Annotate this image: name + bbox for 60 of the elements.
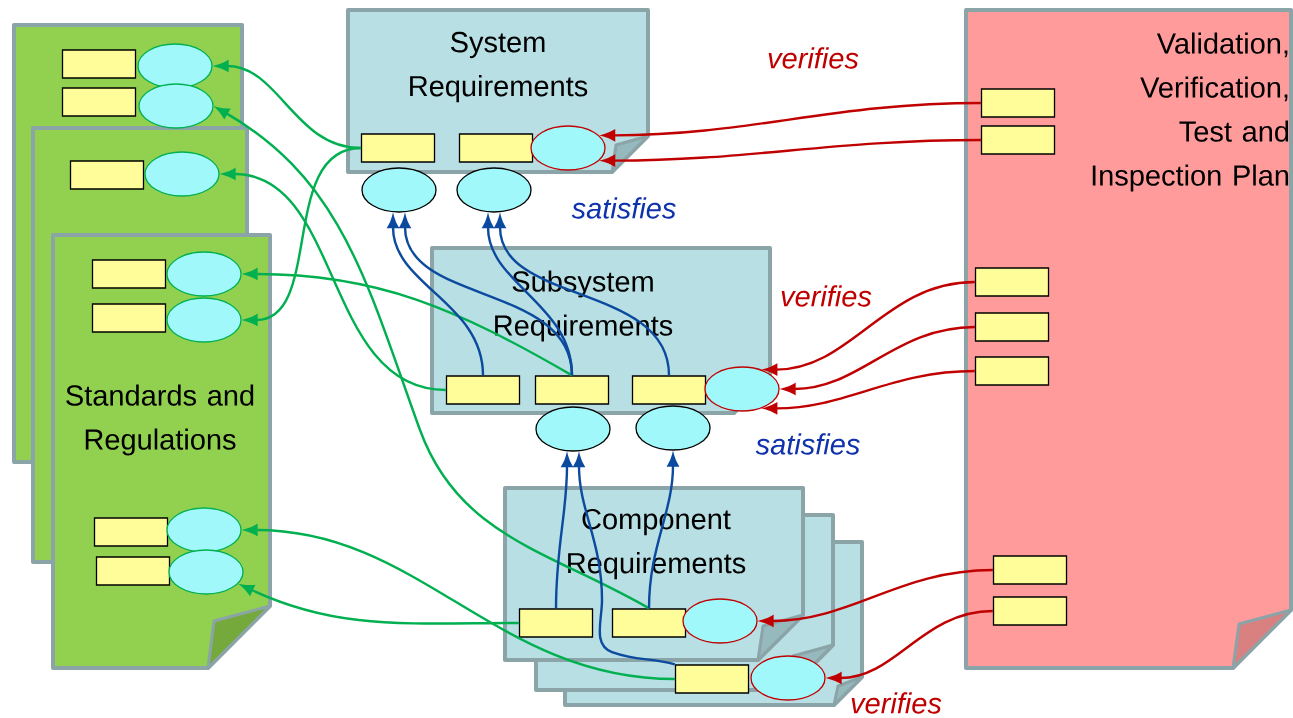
item-box	[974, 356, 1050, 386]
arrow	[829, 609, 993, 684]
arrow	[783, 325, 975, 395]
item-box	[91, 303, 167, 333]
item-box	[611, 608, 687, 638]
arrow	[241, 584, 519, 625]
link-oval	[166, 507, 242, 553]
item-box	[360, 133, 436, 163]
arrow	[761, 568, 993, 627]
arrow	[223, 168, 447, 392]
link-oval	[166, 297, 242, 343]
relation-label: verifies	[781, 285, 872, 307]
item-box	[974, 267, 1050, 297]
item-box	[445, 375, 521, 405]
document-page: Validation, Verification, Test and Inspection Plan	[964, 8, 1293, 670]
link-oval	[456, 167, 532, 213]
arrow	[602, 101, 981, 141]
node-label: Standards and Regulations	[66, 384, 254, 456]
item-box	[61, 49, 137, 79]
item-box	[61, 87, 137, 117]
arrow	[245, 524, 675, 681]
relation-label: satisfies	[571, 197, 676, 219]
link-oval	[144, 151, 220, 197]
link-oval	[535, 406, 611, 452]
item-box	[992, 555, 1068, 585]
item-box	[69, 160, 145, 190]
link-oval	[530, 125, 606, 171]
arrow	[602, 138, 981, 167]
item-box	[518, 608, 594, 638]
item-box	[674, 664, 750, 694]
link-oval	[137, 43, 213, 89]
relation-label: verifies	[768, 47, 859, 69]
item-box	[631, 375, 707, 405]
arrow	[216, 107, 650, 610]
relation-label: satisfies	[755, 433, 860, 455]
arrow	[554, 454, 573, 609]
item-box	[980, 88, 1056, 118]
item-box	[91, 259, 167, 289]
item-box	[95, 556, 171, 586]
item-box	[980, 125, 1056, 155]
item-box	[534, 375, 610, 405]
arrow	[647, 454, 679, 609]
arrow	[764, 369, 975, 414]
link-oval	[168, 549, 244, 595]
item-box	[93, 517, 169, 547]
arrow	[245, 268, 573, 377]
link-oval	[361, 167, 437, 213]
arrow	[482, 215, 574, 376]
link-oval	[750, 655, 826, 701]
link-oval	[704, 366, 780, 412]
item-box	[458, 133, 534, 163]
arrow	[764, 280, 975, 376]
link-oval	[635, 405, 711, 451]
arrow	[245, 146, 362, 326]
link-oval	[166, 251, 242, 297]
item-box	[992, 596, 1068, 626]
link-oval	[682, 598, 758, 644]
link-oval	[138, 83, 214, 129]
item-box	[974, 312, 1050, 342]
arrow	[387, 215, 485, 376]
